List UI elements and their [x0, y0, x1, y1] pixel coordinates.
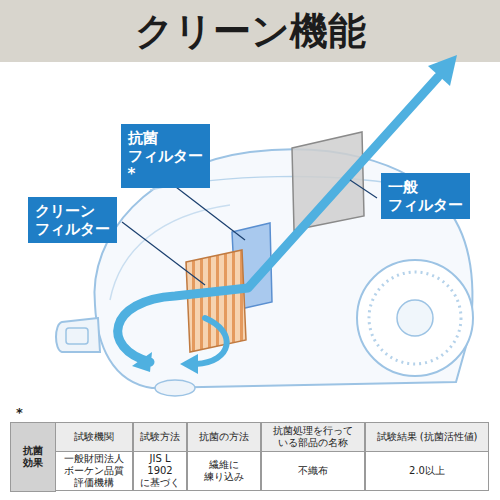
footnote-mark: * [10, 402, 56, 422]
table-cell: JIS L 1902 に基づく [133, 451, 187, 491]
table-cell: 2.0以上 [365, 451, 489, 491]
callout-box: クリーン フィルター [28, 197, 117, 243]
swirl-arrowhead [180, 354, 198, 374]
hose-inlet [66, 328, 88, 344]
table-header: 抗菌の方法 [187, 422, 261, 452]
table-row-header: 抗菌 効果 [10, 422, 56, 492]
leader-line [172, 184, 245, 240]
table-header: 試験機関 [55, 422, 133, 452]
callout-box: 抗菌 フィルター* [121, 124, 210, 188]
callout-label: 抗菌 フィルター* [128, 129, 203, 183]
leader-line [122, 222, 205, 285]
leader-line [350, 180, 377, 198]
rear-wheel [369, 272, 461, 364]
table-cell: 一般財団法人 ボーケン品質 評価機構 [55, 451, 133, 491]
table-cell: 繊維に 練り込み [187, 451, 261, 491]
swirl-arrow [196, 318, 227, 364]
rear-wheel [397, 300, 433, 336]
airflow-arrowhead [428, 55, 457, 86]
airflow-arrow [118, 77, 438, 362]
callout-label: クリーン フィルター [35, 202, 110, 238]
hose-inlet [56, 318, 100, 352]
general-filter [292, 132, 364, 230]
rear-wheel [357, 260, 473, 376]
table-header: 試験結果 (抗菌活性値) [365, 422, 489, 452]
table-cell: 不織布 [261, 451, 365, 491]
table-header: 試験方法 [133, 422, 187, 452]
callout-box: 一般 フィルター [381, 173, 470, 219]
clean-filter [186, 250, 246, 352]
title: クリーン機能 [0, 0, 500, 62]
callout-label: 一般 フィルター [388, 178, 463, 214]
front-wheel [155, 380, 195, 396]
airflow-arrowhead [132, 352, 152, 372]
table-header: 抗菌処理を行って いる部品の名称 [261, 422, 365, 452]
